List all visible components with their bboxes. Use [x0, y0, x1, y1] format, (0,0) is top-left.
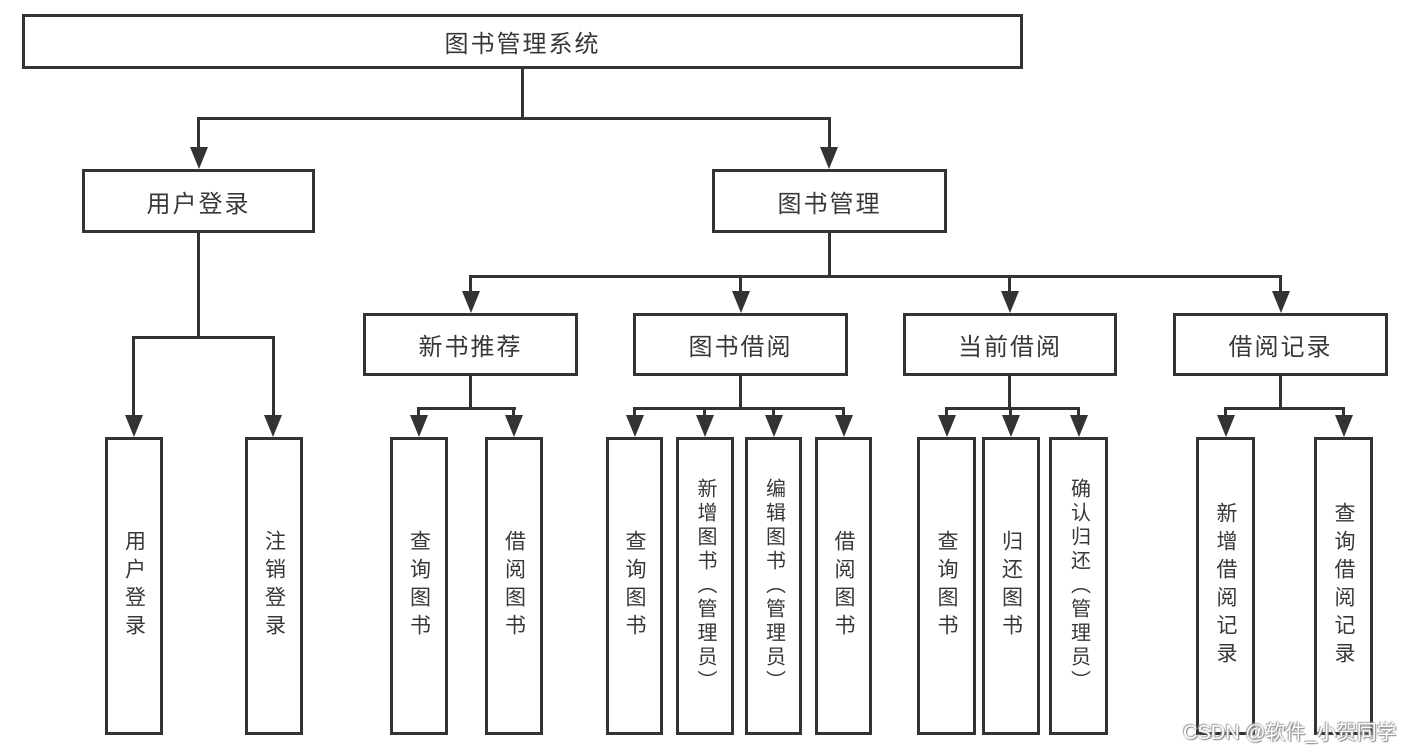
node-label: 借阅记录 — [1228, 334, 1333, 361]
connector-line — [772, 407, 775, 415]
connector-line — [1009, 407, 1012, 415]
node-book-management-branch: 图书管理 — [712, 169, 947, 233]
connector-line — [703, 407, 706, 415]
node-new-book-recommendation: 新书推荐 — [363, 313, 578, 376]
node-label: 查询借阅记录 — [1332, 502, 1355, 670]
arrowhead-icon — [696, 415, 714, 437]
node-book-borrowing: 图书借阅 — [633, 313, 848, 376]
connector-line — [197, 233, 200, 336]
connector-line — [1077, 407, 1080, 415]
connector-line — [469, 376, 472, 407]
node-label: 图书管理 — [777, 190, 882, 218]
node-label: 归还图书 — [999, 530, 1023, 642]
connector-line — [842, 407, 845, 415]
connector-line — [739, 376, 742, 407]
leaf-query-borrow-record: 查询借阅记录 — [1314, 437, 1373, 735]
node-label: 确认归还（管理员） — [1067, 478, 1090, 694]
arrowhead-icon — [410, 415, 428, 437]
node-user-login-branch: 用户登录 — [82, 169, 315, 233]
arrowhead-icon — [732, 291, 750, 313]
node-label: 查询图书 — [935, 530, 958, 642]
connector-line — [1342, 407, 1345, 415]
connector-line — [272, 336, 275, 415]
arrowhead-icon — [835, 415, 853, 437]
arrowhead-icon — [1335, 415, 1353, 437]
arrowhead-icon — [462, 291, 480, 313]
connector-line — [945, 407, 1080, 410]
node-label: 当前借阅 — [958, 334, 1062, 361]
arrowhead-icon — [820, 147, 838, 169]
leaf-return-books: 归还图书 — [982, 437, 1040, 735]
leaf-query-books-borrowing: 查询图书 — [606, 437, 663, 735]
arrowhead-icon — [938, 415, 956, 437]
node-current-borrowing: 当前借阅 — [903, 313, 1117, 376]
connector-line — [945, 407, 948, 415]
node-label: 新增借阅记录 — [1214, 502, 1237, 670]
connector-line — [1224, 407, 1227, 415]
connector-line — [828, 233, 831, 275]
node-label: 图书借阅 — [688, 334, 793, 361]
connector-line — [417, 407, 516, 410]
arrowhead-icon — [626, 415, 644, 437]
leaf-user-login: 用户登录 — [105, 437, 163, 735]
leaf-query-books-current: 查询图书 — [917, 437, 976, 735]
node-label: 用户登录 — [122, 530, 146, 642]
leaf-confirm-return-admin: 确认归还（管理员） — [1049, 437, 1108, 735]
arrowhead-icon — [505, 415, 523, 437]
connector-line — [197, 117, 831, 120]
leaf-borrow-books: 借阅图书 — [815, 437, 872, 735]
connector-line — [469, 275, 472, 291]
arrowhead-icon — [1001, 291, 1019, 313]
connector-line — [132, 336, 135, 415]
node-label: 新书推荐 — [418, 334, 523, 361]
connector-line — [521, 69, 524, 117]
connector-line — [197, 117, 200, 147]
arrowhead-icon — [765, 415, 783, 437]
arrowhead-icon — [1217, 415, 1235, 437]
connector-line — [1008, 275, 1011, 291]
connector-line — [132, 336, 275, 339]
connector-line — [417, 407, 420, 415]
node-label: 注销登录 — [262, 530, 286, 642]
arrowhead-icon — [1272, 291, 1290, 313]
connector-line — [1224, 407, 1345, 410]
node-label: 查询图书 — [407, 530, 431, 642]
node-label: 查询图书 — [623, 530, 646, 642]
arrowhead-icon — [125, 415, 143, 437]
node-label: 借阅图书 — [502, 530, 526, 642]
connector-line — [1008, 376, 1011, 407]
node-label: 用户登录 — [146, 190, 251, 218]
node-label: 新增图书（管理员） — [694, 478, 716, 694]
connector-line — [739, 275, 742, 291]
node-library-management-system: 图书管理系统 — [22, 14, 1023, 69]
connector-line — [633, 407, 636, 415]
arrowhead-icon — [190, 147, 208, 169]
leaf-edit-books-admin: 编辑图书（管理员） — [745, 437, 802, 735]
connector-line — [633, 407, 845, 410]
node-label: 借阅图书 — [832, 530, 855, 642]
arrowhead-icon — [1070, 415, 1088, 437]
csdn-watermark: CSDN @软件_小贺同学 — [1183, 722, 1397, 744]
leaf-query-books-recommend: 查询图书 — [390, 437, 448, 735]
leaf-borrow-books-recommend: 借阅图书 — [485, 437, 543, 735]
connector-line — [1279, 275, 1282, 291]
arrowhead-icon — [264, 415, 282, 437]
connector-line — [512, 407, 515, 415]
leaf-add-borrow-record: 新增借阅记录 — [1196, 437, 1255, 735]
connector-line — [828, 117, 831, 147]
arrowhead-icon — [1002, 415, 1020, 437]
node-label: 编辑图书（管理员） — [762, 478, 785, 694]
node-label: 图书管理系统 — [444, 31, 601, 58]
node-borrowing-records: 借阅记录 — [1173, 313, 1388, 376]
connector-line — [1279, 376, 1282, 407]
leaf-add-books-admin: 新增图书（管理员） — [676, 437, 734, 735]
connector-line — [469, 275, 1282, 278]
leaf-logout: 注销登录 — [245, 437, 303, 735]
